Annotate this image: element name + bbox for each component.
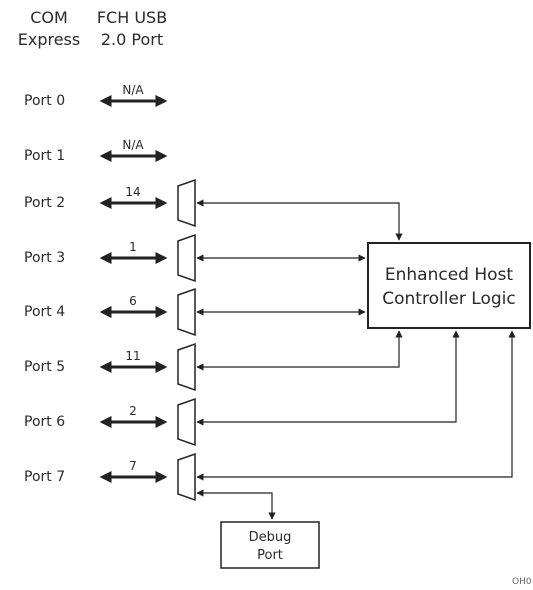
- debug-port-label-line2: Port: [257, 548, 283, 563]
- port-label: Port 2: [24, 195, 65, 211]
- enhanced-host-controller-box: [367, 242, 531, 329]
- link-debug: [196, 489, 276, 520]
- port-row: Port 0 N/A: [24, 83, 168, 109]
- fch-port-number: N/A: [122, 83, 144, 97]
- port-router-5: [177, 342, 196, 392]
- port-label: Port 7: [24, 469, 65, 485]
- fch-usb-header-line1: FCH USB: [97, 8, 167, 27]
- port-row: Port 7 7: [24, 459, 168, 485]
- port-row: Port 2 14: [24, 185, 168, 211]
- ehci-label-line1: Enhanced Host: [385, 265, 514, 285]
- debug-port-box: [220, 521, 320, 569]
- port-label: Port 5: [24, 359, 65, 375]
- port-label: Port 0: [24, 93, 65, 109]
- fch-port-number: 1: [129, 240, 137, 254]
- port-row: Port 1 N/A: [24, 138, 168, 164]
- link-port5: [196, 330, 403, 371]
- port-router-2: [177, 178, 196, 228]
- fch-port-number: N/A: [122, 138, 144, 152]
- port-row: Port 4 6: [24, 294, 168, 320]
- port-router-7: [177, 452, 196, 502]
- link-port6: [196, 330, 460, 426]
- fch-port-number: 7: [129, 459, 137, 473]
- connection-lines: [196, 199, 516, 520]
- fch-port-number: 6: [129, 294, 137, 308]
- fch-port-number: 2: [129, 404, 137, 418]
- com-express-header-line1: COM: [30, 8, 68, 27]
- port-router-6: [177, 397, 196, 447]
- port-router-3: [177, 233, 196, 283]
- link-port2: [196, 199, 403, 241]
- port-label: Port 1: [24, 148, 65, 164]
- ehci-label-line2: Controller Logic: [382, 289, 515, 309]
- port-row: Port 6 2: [24, 404, 168, 430]
- figure-id: OH0: [512, 577, 532, 587]
- fch-port-number: 14: [125, 185, 140, 199]
- port-label: Port 6: [24, 414, 65, 430]
- port-row: Port 3 1: [24, 240, 168, 266]
- link-port7: [196, 330, 516, 481]
- fch-usb-header-line2: 2.0 Port: [101, 30, 163, 49]
- debug-port-label-line1: Debug: [249, 530, 292, 545]
- fch-port-number: 11: [125, 349, 140, 363]
- com-express-header-line2: Express: [18, 30, 80, 49]
- port-label: Port 4: [24, 304, 65, 320]
- port-router-4: [177, 287, 196, 337]
- port-label: Port 3: [24, 250, 65, 266]
- port-row: Port 5 11: [24, 349, 168, 375]
